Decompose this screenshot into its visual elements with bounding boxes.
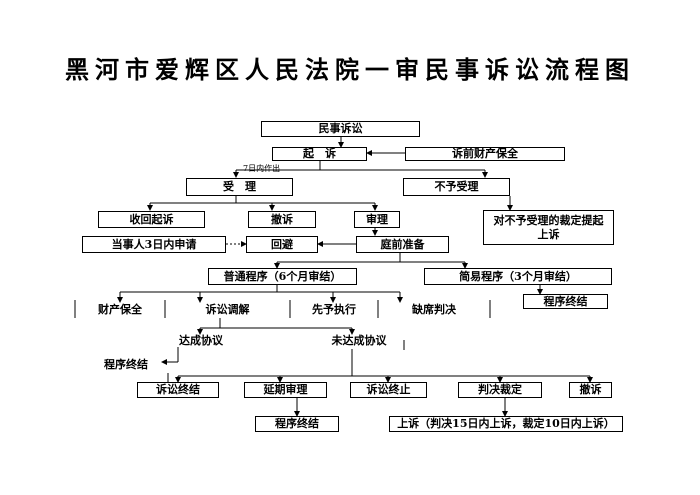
node-simple-procedure: 简易程序（3个月审结）: [424, 268, 612, 285]
node-procedure-end-bottom: 程序终结: [255, 416, 339, 432]
node-judgment-ruling: 判决裁定: [458, 382, 542, 398]
node-mediation: 诉讼调解: [205, 303, 250, 316]
node-litigation-terminated: 诉讼终止: [350, 382, 427, 398]
node-property-preservation: 财产保全: [98, 303, 142, 316]
node-appeal-not-accepted: 对不予受理的裁定提起上诉: [483, 210, 614, 245]
node-ordinary-procedure: 普通程序（6个月审结）: [208, 268, 357, 285]
node-appeal: 上诉（判决15日内上诉，裁定10日内上诉）: [389, 416, 623, 432]
node-withdraw-suit: 收回起诉: [98, 211, 205, 228]
node-pre-suit-preservation: 诉前财产保全: [405, 147, 565, 161]
node-review: 审理: [354, 211, 400, 228]
node-withdrawal: 撤诉: [248, 211, 316, 228]
node-agreement-not-reached: 未达成协议: [331, 334, 387, 347]
node-acceptance: 受 理: [186, 178, 293, 196]
node-default-judgment: 缺席判决: [412, 303, 456, 316]
node-withdrawal-final: 撤诉: [569, 382, 612, 398]
node-civil-litigation: 民事诉讼: [261, 121, 420, 137]
node-postponed-trial: 延期审理: [244, 382, 327, 398]
node-not-accepted: 不予受理: [403, 178, 510, 196]
node-party-apply-3days: 当事人3日内申请: [82, 236, 226, 253]
node-agreement-reached: 达成协议: [179, 334, 223, 347]
node-recusal: 回避: [246, 236, 318, 253]
node-advance-execution: 先予执行: [312, 303, 356, 316]
node-litigation-end: 诉讼终结: [137, 382, 219, 398]
node-filing: 起 诉: [272, 147, 367, 161]
node-pretrial-prep: 庭前准备: [356, 236, 449, 253]
node-procedure-end-simple: 程序终结: [523, 294, 608, 309]
seven-days-label: 7日内作出: [243, 164, 281, 173]
node-procedure-end-left: 程序终结: [104, 358, 148, 371]
page-title: 黑河市爱辉区人民法院一审民事诉讼流程图: [65, 56, 635, 84]
